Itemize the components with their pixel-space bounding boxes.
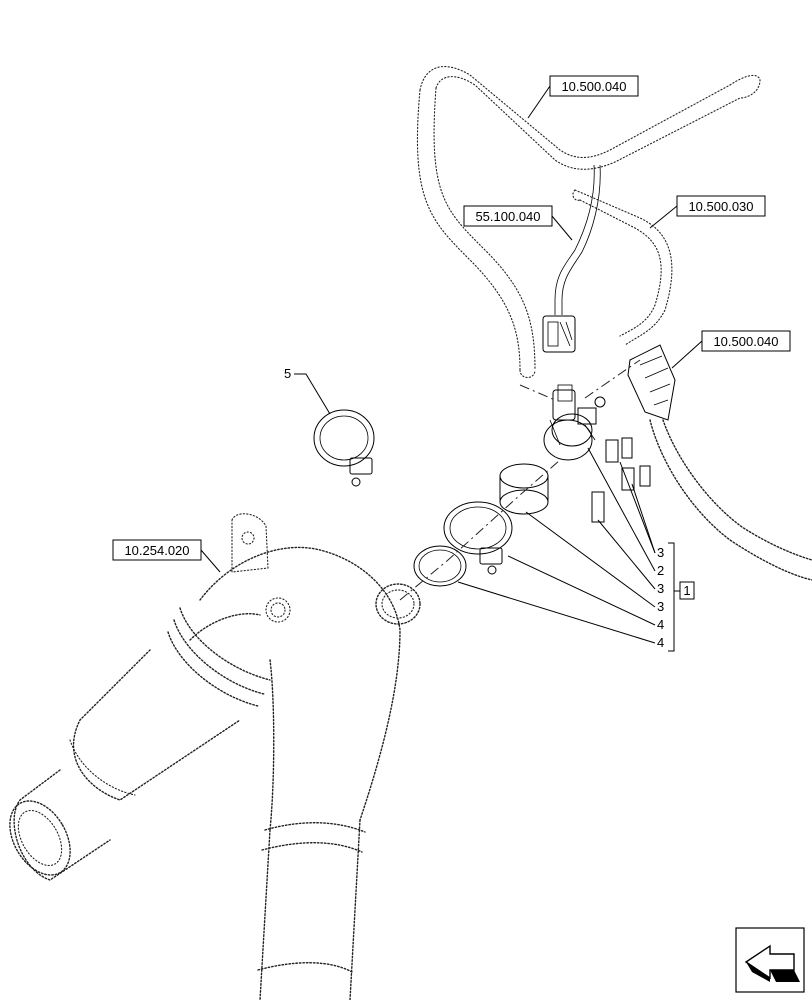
clamp-item5	[313, 409, 375, 487]
assembly-axis	[399, 459, 561, 601]
ref-right-harness-label: 10.500.030	[688, 199, 753, 214]
ref-exhaust-label: 10.254.020	[124, 543, 189, 558]
right-connector	[627, 344, 812, 581]
ref-top-harness[interactable]: 10.500.040	[527, 75, 639, 119]
ref-right-harness[interactable]: 10.500.030	[649, 195, 766, 229]
callout-item-1: 2	[657, 563, 664, 578]
sensor-unit	[543, 384, 606, 461]
callout-5-label: 5	[284, 366, 291, 381]
kit-box	[679, 581, 695, 600]
ref-sensor-harness-label: 55.100.040	[475, 209, 540, 224]
right-harness	[572, 189, 673, 346]
exhaust-assembly	[9, 513, 421, 1000]
clamp-item4	[443, 501, 513, 575]
callout-item-0: 3	[657, 545, 664, 560]
bushing	[499, 463, 549, 515]
sensor-connector	[542, 315, 576, 353]
ref-sensor-harness[interactable]: 55.100.040	[463, 205, 573, 241]
connector-axis	[519, 359, 641, 401]
sensor-wire	[554, 164, 601, 315]
upper-harness	[416, 66, 761, 379]
ref-exhaust[interactable]: 10.254.020	[112, 539, 221, 573]
ref-right-connector[interactable]: 10.500.040	[671, 330, 791, 369]
callout-item-3: 3	[657, 599, 664, 614]
ref-top-harness-label: 10.500.040	[561, 79, 626, 94]
callout-item-list: 3 2 3 3 4 4 1	[457, 447, 695, 652]
callout-item-5: 4	[657, 635, 664, 650]
next-page-arrow-icon[interactable]	[735, 927, 805, 993]
o-ring	[413, 545, 467, 587]
kit-label: 1	[683, 583, 690, 598]
callout-item-4: 4	[657, 617, 664, 632]
callout-5: 5	[284, 366, 331, 415]
ref-right-connector-label: 10.500.040	[713, 334, 778, 349]
callout-item-2: 3	[657, 581, 664, 596]
